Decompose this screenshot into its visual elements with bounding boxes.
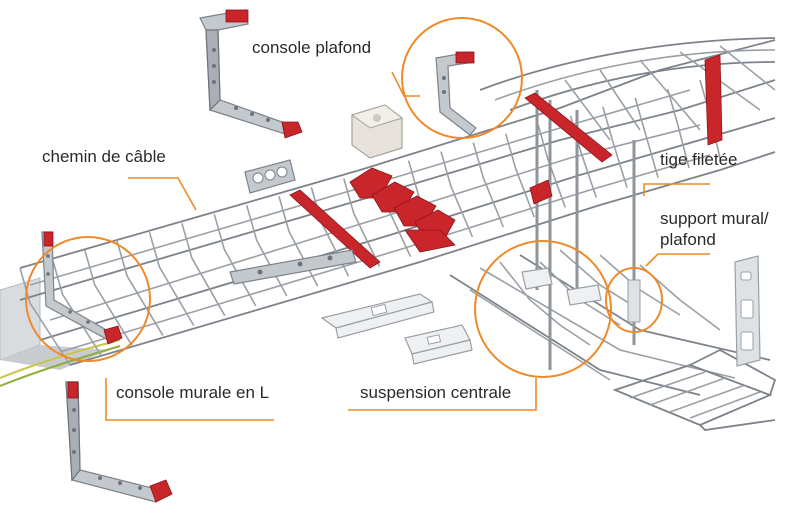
highlight-circle-console-murale [25,236,151,362]
tray-coupler [229,249,357,285]
label-suspension-centrale: suspension centrale [360,383,511,402]
leader-suspension-centrale [348,378,537,411]
label-support-mural-line1: support mural/ [660,209,769,228]
tray-cross-wire [84,249,133,346]
tray-cross-wire [504,133,536,218]
tray-cross-wire [148,231,195,327]
tray-cross-wire [666,88,690,169]
wall-panel [0,277,121,387]
label-support-mural-line2: plafond [660,230,716,249]
wall-console-standalone [65,381,173,503]
leader-console-murale [105,378,274,421]
highlight-circle-console-plafond [401,17,523,139]
tray-cross-wire [19,267,71,366]
junction-box [350,104,404,159]
leader-tige-filetee [643,183,710,196]
tray-cross-wire [51,258,102,356]
wall-ceiling-support-standalone [734,255,761,367]
small-tray-piece [612,348,777,431]
ceiling-console-standalone [199,9,303,139]
label-console-murale: console murale en L [116,383,269,402]
tray-cross-wire [181,222,226,317]
highlight-circle-support [605,267,663,333]
tray-cross-wire [213,214,257,307]
tray-cross-wire [343,178,381,267]
suspension-plates-loose [320,293,473,365]
leader-chemin-de-cable [128,177,197,211]
tray-cross-wire [472,142,505,228]
label-console-plafond: console plafond [252,38,371,57]
tray-cross-wire [602,106,628,188]
wall-console-installed [41,231,123,345]
leader-support-mural [645,253,710,267]
central-suspension-parts [521,267,602,306]
label-chemin-de-cable: chemin de câble [42,147,166,166]
curved-tray-branch [479,37,776,141]
highlight-circle-suspension [474,240,612,378]
wall-ceiling-support-installed [627,279,641,323]
tray-cross-wire [537,124,566,208]
mounting-plate [244,159,296,194]
leader-console-plafond [391,71,420,97]
lower-tray [449,249,771,396]
red-clips [349,167,456,253]
ceiling-console-installed [435,51,477,136]
label-tige-filetee: tige filetée [660,150,738,169]
tray-cross-wire [634,97,659,178]
tray-separators [289,54,723,269]
tray-cross-wire [116,240,164,336]
tray-cross-wire [245,205,288,297]
tray-cross-wire [440,151,474,238]
main-wire-tray [19,39,776,366]
